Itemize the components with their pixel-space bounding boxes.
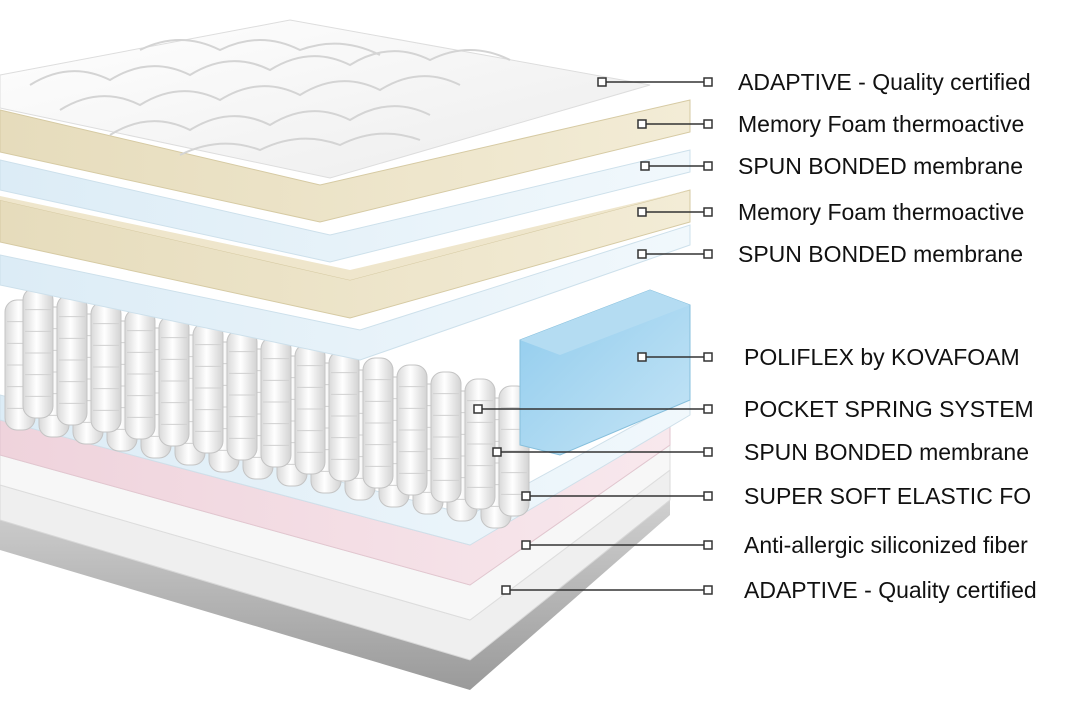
leader-layer-01: [597, 77, 713, 87]
spring-coil: [362, 357, 394, 489]
spring-coil: [226, 329, 258, 461]
spring-coil: [260, 336, 292, 468]
leader-layer-11: [501, 585, 713, 595]
spring-coil: [158, 315, 190, 447]
leader-layer-02: [637, 119, 713, 129]
poliflex-block: [519, 289, 691, 456]
label-layer-03: SPUN BONDED membrane: [738, 153, 1024, 179]
label-layer-08: SPUN BONDED membrane: [744, 439, 1030, 465]
label-layer-11: ADAPTIVE - Quality certified: [744, 577, 1037, 603]
label-layer-09: SUPER SOFT ELASTIC FO: [744, 483, 1032, 509]
label-layer-02: Memory Foam thermoactive: [738, 111, 1025, 137]
leader-layer-06: [637, 352, 713, 362]
memory-foam-layer-upper: [0, 99, 691, 223]
label-layer-06: POLIFLEX by KOVAFOAM: [744, 344, 1020, 370]
leader-layer-04: [637, 207, 713, 217]
spring-coil: [396, 364, 428, 496]
leader-layer-05: [637, 249, 713, 259]
label-layer-04: Memory Foam thermoactive: [738, 199, 1025, 225]
label-layer-07: POCKET SPRING SYSTEM: [744, 396, 1034, 422]
spring-coil: [464, 378, 496, 510]
label-layer-01: ADAPTIVE - Quality certified: [738, 69, 1031, 95]
leader-layer-08: [492, 447, 713, 457]
spring-coil: [90, 301, 122, 433]
label-layer-10: Anti-allergic siliconized fiber: [744, 532, 1028, 558]
upper-membrane-layer: [0, 149, 691, 263]
middle-membrane-layer: [0, 224, 691, 361]
quilted-top-cover: [0, 19, 651, 179]
leader-layer-03: [640, 161, 713, 171]
memory-foam-layer-lower: [0, 189, 691, 319]
leader-lines: [473, 77, 713, 595]
leader-layer-09: [521, 491, 713, 501]
label-layer-05: SPUN BONDED membrane: [738, 241, 1024, 267]
leader-layer-07: [473, 404, 713, 414]
leader-layer-10: [521, 540, 713, 550]
spring-coil: [430, 371, 462, 503]
pocket-spring-system: [4, 287, 530, 529]
